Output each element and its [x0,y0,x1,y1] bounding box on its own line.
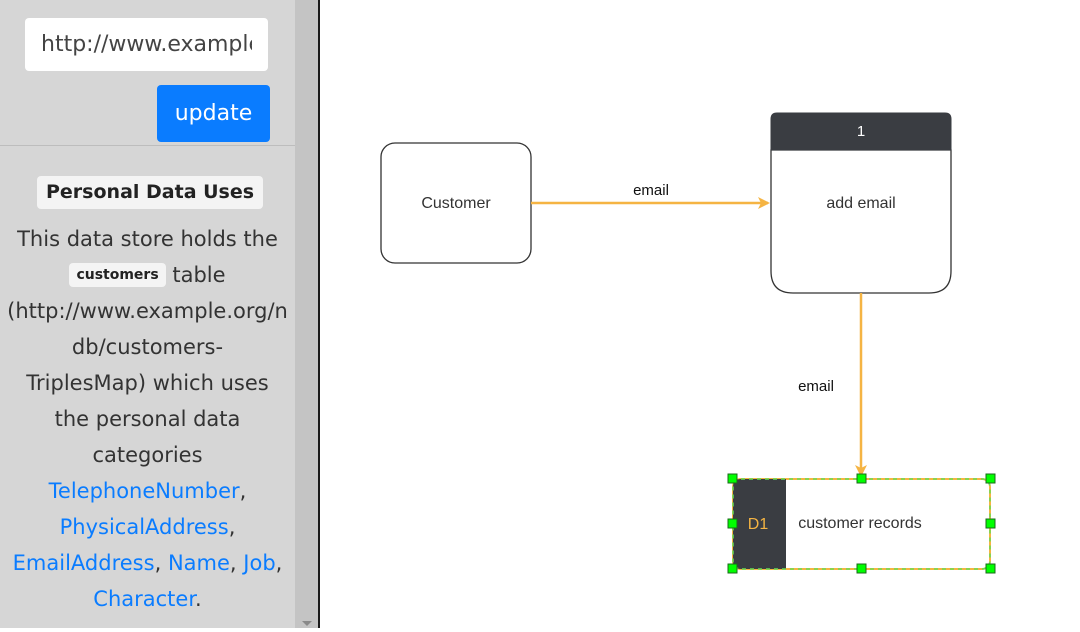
update-button[interactable]: update [157,85,270,142]
table-word: table [172,263,226,287]
desc-line: TelephoneNumber, [0,473,295,509]
entity-customer-label: Customer [421,195,491,212]
desc-line: customers table [0,257,295,293]
resize-handle-s[interactable] [856,563,867,574]
desc-url-line: (http://www.example.org/n [7,299,288,323]
comma: , [239,479,247,503]
flow-email-2[interactable]: email [798,293,867,477]
flow-email-1-label: email [633,182,669,199]
resize-handle-sw[interactable] [727,563,738,574]
desc-line: Character. [0,581,295,617]
category-link-emailaddress[interactable]: EmailAddress [12,551,155,575]
sidebar-scrollbar[interactable] [295,0,318,628]
resize-handle-ne[interactable] [985,473,996,484]
datastore-customer-records[interactable]: D1 customer records [732,478,991,570]
desc-line: PhysicalAddress, [0,509,295,545]
url-input[interactable] [25,18,268,71]
desc-line: EmailAddress, Name, Job, [0,545,295,581]
comma: , [228,515,236,539]
period: . [195,587,202,611]
panel-divider [318,0,320,628]
selection-handles[interactable] [727,473,996,574]
category-link-name[interactable]: Name [167,551,230,575]
resize-handle-nw[interactable] [727,473,738,484]
category-link-telephonenumber[interactable]: TelephoneNumber [48,479,240,503]
process-add-email[interactable]: 1 add email [770,112,952,294]
resize-handle-se[interactable] [985,563,996,574]
category-link-physicaladdress[interactable]: PhysicalAddress [59,515,229,539]
scroll-down-arrow-icon[interactable] [302,621,312,626]
diagram-canvas[interactable]: Customer email 1 add email email D1 cust… [320,0,1080,628]
flow-email-2-label: email [798,378,834,395]
category-link-character[interactable]: Character [93,587,196,611]
flow-email-1[interactable]: email [531,182,770,209]
resize-handle-w[interactable] [727,518,738,529]
sidebar: update Personal Data Uses This data stor… [0,0,295,628]
personal-data-description: This data store holds the customers tabl… [0,221,295,617]
comma: , [229,551,237,575]
sidebar-separator [0,145,295,146]
category-link-job[interactable]: Job [243,551,276,575]
process-id: 1 [857,123,865,140]
table-name-chip: customers [69,263,166,287]
comma: , [275,551,283,575]
resize-handle-e[interactable] [985,518,996,529]
datastore-id: D1 [748,516,769,533]
datastore-label: customer records [798,515,922,532]
personal-data-heading: Personal Data Uses [37,176,264,209]
entity-customer[interactable]: Customer [380,142,532,264]
desc-line: This data store holds the [17,227,278,251]
process-label: add email [826,195,895,212]
resize-handle-n[interactable] [856,473,867,484]
desc-url-line: db/customers- [71,335,224,359]
desc-line: categories [92,443,203,467]
desc-url-line: TriplesMap) which uses [26,371,269,395]
desc-line: the personal data [54,407,241,431]
comma: , [154,551,162,575]
